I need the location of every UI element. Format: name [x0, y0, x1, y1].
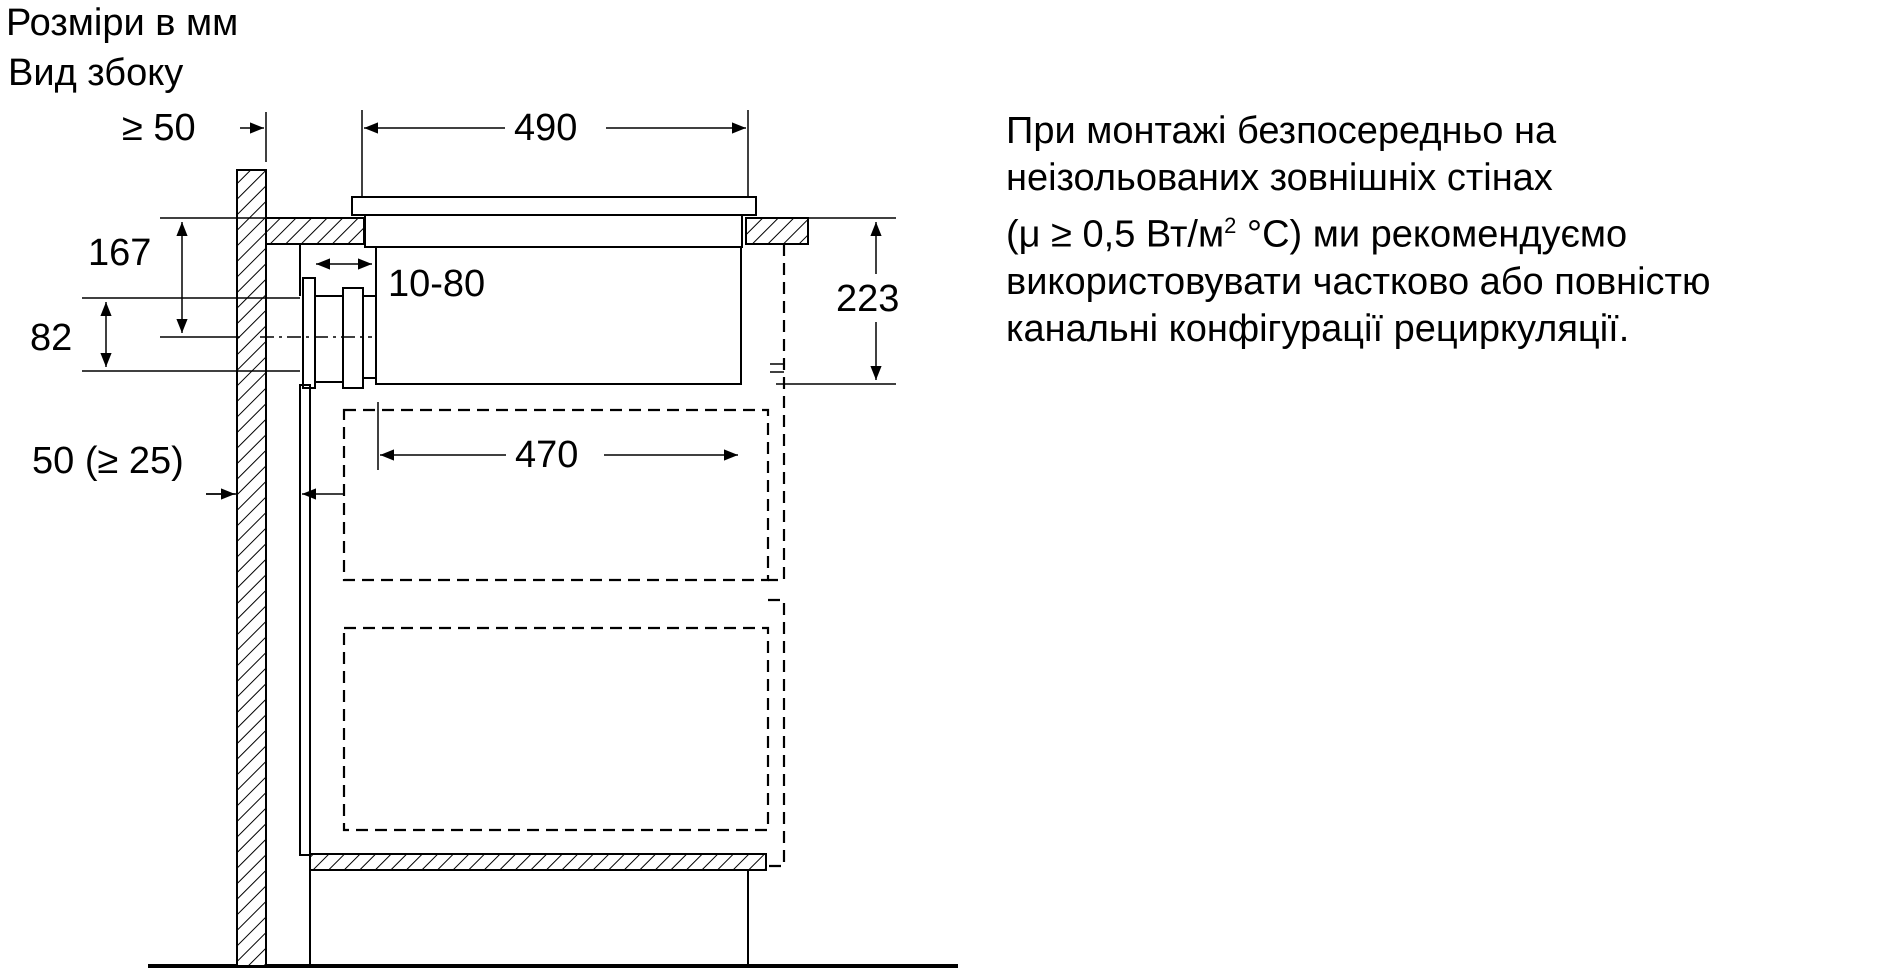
note-line-3: (μ ≥ 0,5 Вт/м2 °C) ми рекомендуємо [1006, 202, 1876, 259]
note-superscript: 2 [1224, 213, 1237, 238]
dim-223-label: 223 [836, 278, 899, 320]
installation-note: При монтажі безпосередньо на неізольован… [1006, 108, 1876, 353]
countertop-rear [265, 217, 365, 245]
units-label: Розміри в мм [6, 2, 238, 44]
note-line-5: канальні конфігурації рециркуляції. [1006, 307, 1630, 350]
countertop-front [745, 217, 809, 245]
dim-490-label: 490 [514, 107, 577, 149]
dim-rear-gap-label: 50 (≥ 25) [32, 440, 184, 482]
duct-plate [302, 277, 316, 389]
dim-wall-gap-top-label: ≥ 50 [122, 107, 196, 149]
hob-frame [364, 214, 743, 248]
note-line-4: використовувати частково або повністю [1006, 260, 1711, 303]
drawer-top [342, 408, 770, 582]
view-label: Вид збоку [8, 52, 183, 94]
note-line-3a: (μ ≥ 0,5 Вт/м [1006, 213, 1225, 256]
dim-82-label: 82 [30, 317, 72, 359]
cabinet-bottom [309, 853, 767, 871]
dim-10-80-label: 10-80 [388, 263, 485, 305]
rear-wall [236, 169, 267, 967]
note-line-3b: °C) ми рекомендуємо [1236, 213, 1628, 256]
note-line-1: При монтажі безпосередньо на [1006, 110, 1557, 152]
hob-glass [351, 196, 757, 216]
dim-470-label: 470 [515, 434, 578, 476]
note-line-2: неізольованих зовнішніх стінах [1006, 157, 1553, 199]
duct-pipe [314, 295, 344, 383]
duct-flange [342, 287, 364, 389]
front-panel-lower [766, 598, 786, 868]
drawer-bottom [342, 626, 770, 832]
front-panel-upper [768, 244, 786, 582]
dim-167-label: 167 [88, 232, 151, 274]
cabinet-back-panel [299, 384, 311, 856]
